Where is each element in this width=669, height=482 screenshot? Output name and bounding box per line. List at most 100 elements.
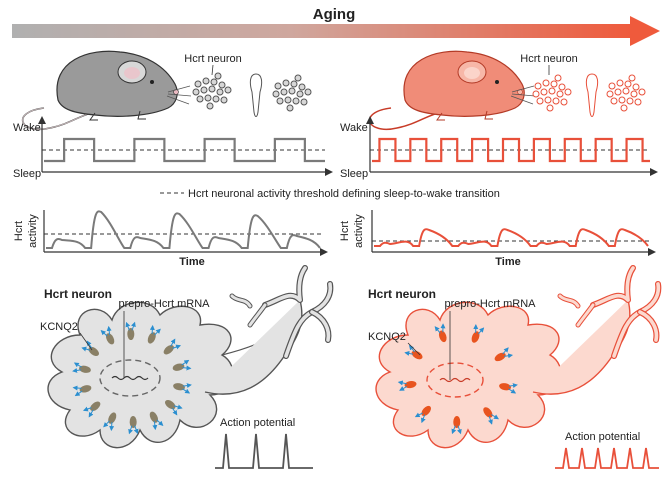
kcnq2-channel [127, 328, 135, 341]
young-activity-trace [46, 210, 321, 249]
neuron-dot [214, 72, 222, 80]
aged-activity-ylabel-2: activity [353, 214, 365, 248]
neuron-dot [564, 88, 572, 96]
neuron-dot [216, 88, 224, 96]
kcnq2-channel [453, 415, 461, 428]
k-current-arrow [502, 347, 509, 355]
neuron-dot [558, 83, 566, 91]
kcnq2-channel [149, 411, 159, 423]
neuron-dot [212, 95, 220, 103]
k-current-arrow [128, 425, 133, 435]
k-current-arrow [73, 362, 82, 368]
aged-neuron-title: Hcrt neuron [368, 287, 436, 301]
kcnq2-channel [404, 380, 417, 389]
aged-kcnq2-label: KCNQ2 [368, 331, 406, 343]
young-hypnogram-trace [44, 137, 325, 163]
k-current-arrow [414, 412, 423, 418]
neuron-dot [196, 95, 204, 103]
neuron-dot [542, 79, 550, 87]
threshold-legend-text: Hcrt neuronal activity threshold definin… [188, 188, 500, 200]
young-neuron-title: Hcrt neuron [44, 287, 112, 301]
aged-time-label: Time [495, 256, 520, 268]
young-hypothalamus-icon [249, 73, 263, 117]
neuron-dot [630, 90, 638, 98]
k-current-arrow [82, 406, 92, 412]
k-current-arrow [149, 324, 155, 334]
neuron-dot [288, 87, 296, 95]
aged-wake-label: Wake [340, 122, 368, 134]
kcnq2-channel [163, 345, 174, 355]
k-current-arrow [125, 321, 131, 331]
neuron-dot [550, 80, 558, 88]
k-current-arrow [508, 383, 518, 389]
neuron-dot [276, 97, 284, 105]
k-current-arrow [109, 422, 115, 432]
aged-hypnogram-trace [372, 137, 650, 163]
aged-mrna-label: prepro-Hcrt mRNA [444, 298, 536, 310]
k-current-arrow [456, 425, 462, 435]
neuron-dot [280, 88, 288, 96]
neuron-dot [554, 74, 562, 82]
neuron-dot [286, 104, 294, 112]
neuron-dot [638, 88, 646, 96]
kcnq2-channel [483, 407, 493, 418]
neuron-dot [220, 96, 228, 104]
neuron-dot [616, 79, 624, 87]
neuron-dot [192, 88, 200, 96]
neuron-dot [544, 96, 552, 104]
neuron-dot [202, 77, 210, 85]
neuron-dot [206, 102, 214, 110]
k-current-arrow [399, 386, 408, 391]
neuron-dot [622, 87, 630, 95]
kcnq2-channel [90, 401, 101, 411]
aged-activity-trace [374, 228, 649, 247]
k-current-arrow [103, 420, 110, 428]
k-current-arrow [477, 327, 485, 335]
kcnq2-channel [172, 363, 185, 371]
young-action-potential-trace [215, 433, 313, 469]
k-current-arrow [488, 416, 493, 425]
young-hcrt-neuron-label: Hcrt neuron [184, 53, 241, 65]
neuron-dot [536, 97, 544, 105]
aged-hypothalamus-icon [585, 73, 599, 117]
kcnq2-channel [499, 383, 511, 391]
kcnq2-channel [173, 383, 185, 391]
neuron-dot [610, 97, 618, 105]
young-activity-ylabel-2: activity [27, 214, 39, 248]
kcnq2-channel [494, 352, 506, 362]
neuron-dot [618, 96, 626, 104]
neuron-dot [540, 88, 548, 96]
k-current-arrow [154, 328, 161, 336]
kcnq2-channel [105, 333, 115, 345]
young-activity-ylabel-1: Hcrt [13, 221, 25, 241]
neuron-dot [204, 94, 212, 102]
neuron-dot [614, 88, 622, 96]
k-current-arrow [72, 385, 82, 391]
k-current-arrow [504, 353, 514, 359]
aged-neuron-cluster-right [606, 74, 646, 112]
k-current-arrow [106, 325, 112, 335]
neuron-dot [532, 90, 540, 98]
k-current-arrow [100, 329, 108, 337]
aged-sleep-wake-chart [366, 116, 658, 176]
neuron-dot [294, 74, 302, 82]
kcnq2-channel [79, 365, 91, 373]
neuron-dot [200, 86, 208, 94]
neuron-dot [290, 80, 298, 88]
neuron-dot [546, 104, 554, 112]
kcnq2-channel [79, 385, 92, 393]
young-kcnq2-label: KCNQ2 [40, 321, 78, 333]
neuron-dot [274, 82, 282, 90]
k-current-arrow [508, 388, 517, 394]
neuron-dot [548, 87, 556, 95]
neuron-dot [282, 79, 290, 87]
neuron-dot [606, 90, 614, 98]
aged-sleep-label: Sleep [340, 168, 368, 180]
kcnq2-channel [438, 330, 447, 343]
k-current-arrow [181, 359, 190, 366]
young-mouse-icon [22, 50, 192, 130]
aging-arrow [12, 16, 660, 46]
young-neuron-cell [47, 265, 334, 449]
k-current-arrow [420, 414, 426, 424]
young-wake-label: Wake [13, 122, 41, 134]
